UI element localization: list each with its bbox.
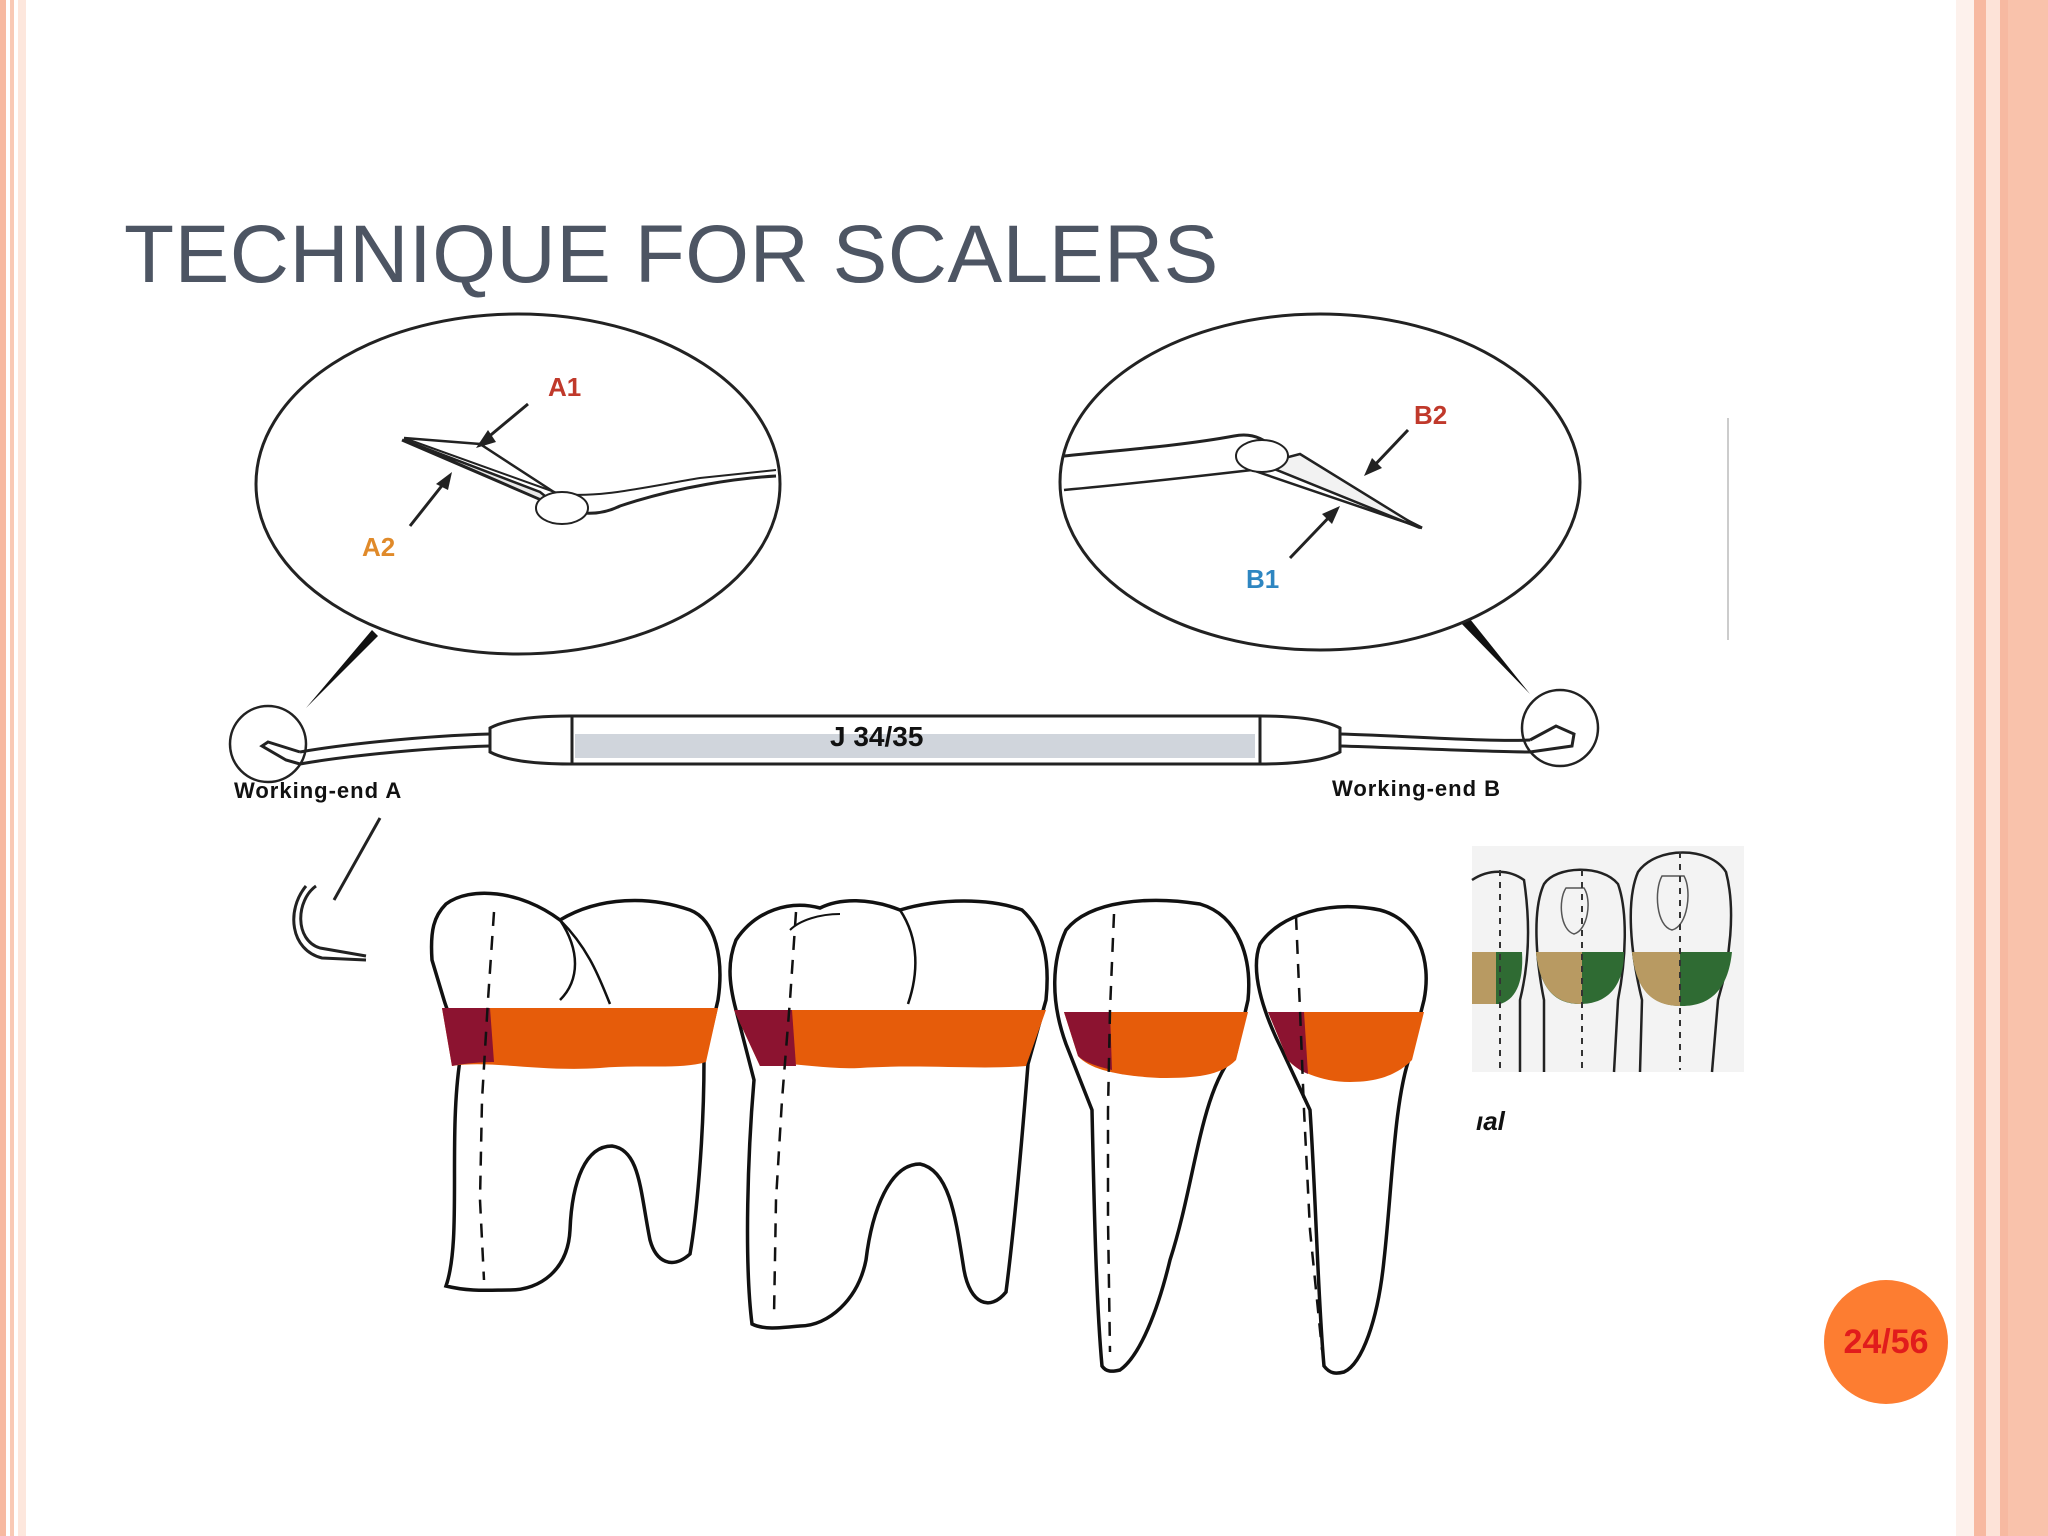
incisor-panel-caption-fragment: ıal: [1476, 1106, 1506, 1136]
edge-label-b1: B1: [1246, 564, 1279, 594]
loupe-working-end-a: [254, 312, 782, 656]
edge-label-a1: A1: [548, 372, 581, 402]
edge-label-b2: B2: [1414, 400, 1447, 430]
incisor-inset-panel: [1471, 846, 1744, 1073]
molar-2: [728, 899, 1049, 1330]
premolar-2: [1254, 905, 1428, 1375]
edge-label-a2: A2: [362, 532, 395, 562]
page-number: 24/56: [1843, 1322, 1929, 1361]
loupe-working-end-b: [1058, 312, 1582, 652]
working-end-b-label: Working-end B: [1332, 776, 1501, 801]
page-number-badge: 24/56: [1824, 1280, 1948, 1404]
molar-1: [429, 891, 722, 1293]
working-end-a-label: Working-end A: [234, 778, 402, 803]
instrument-model-label: J 34/35: [830, 721, 923, 752]
right-border-decoration: [1956, 0, 2048, 1536]
handle-texture: [575, 734, 1255, 758]
left-border-decoration: [0, 0, 26, 1536]
slide-title: TECHNIQUE FOR SCALERS: [124, 209, 1219, 300]
pointer-wedge-b: [1458, 614, 1530, 694]
curette-tip-fragment: [292, 817, 382, 962]
pointer-wedge-a: [306, 630, 378, 708]
premolar-1: [1053, 898, 1251, 1373]
